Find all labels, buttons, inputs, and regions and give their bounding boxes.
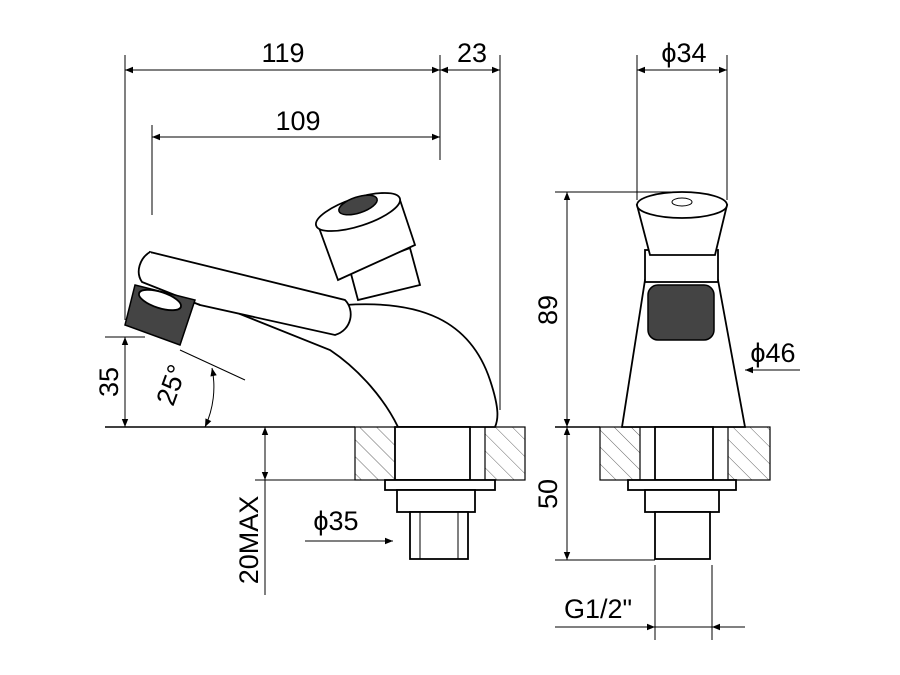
dim-rear-offset: 23 [457, 38, 487, 68]
dim-max-counter-thickness: 20MAX [234, 496, 264, 585]
faucet-side-view [124, 192, 499, 560]
dim-spout-angle: 25° [150, 361, 192, 410]
faucet-front-view [620, 191, 747, 560]
dim-spout-height: 35 [94, 367, 124, 397]
dim-total-height: 89 [533, 295, 563, 325]
dim-shank-length: 50 [533, 479, 563, 509]
dim-overall-length: 119 [261, 38, 304, 68]
dim-thread: G1/2" [564, 594, 632, 624]
dimension-lines [105, 55, 800, 640]
dim-base-diameter: ϕ46 [750, 338, 795, 368]
dim-shank-diameter: ϕ35 [313, 506, 358, 536]
dim-spout-length: 109 [275, 106, 320, 136]
dim-button-diameter: ϕ34 [661, 38, 706, 68]
countertop-section-front [599, 426, 771, 481]
countertop-section-side [354, 426, 526, 481]
